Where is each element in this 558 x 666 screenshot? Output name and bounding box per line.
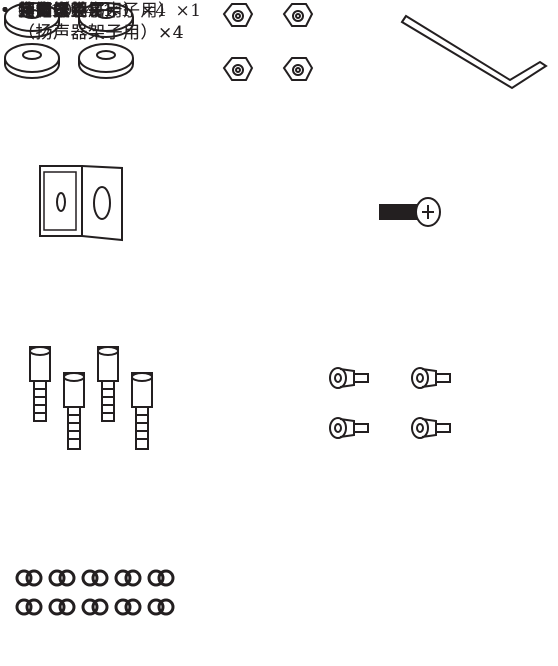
decorative-screw-icon [329, 417, 369, 439]
item-label-fastening-screw: •紧固螺丝 （扬声器架子用）×4 [0, 1, 185, 43]
hex-wrench-illustration [400, 14, 548, 90]
metal-clip-icon [39, 165, 123, 242]
decorative-screw-illustration [329, 367, 451, 439]
pin-seat-illustration [4, 2, 134, 79]
cap-illustration [15, 569, 175, 616]
hex-nut-icon [282, 3, 314, 27]
cap-icon [15, 598, 43, 616]
metal-clip-illustration [39, 165, 123, 242]
decorative-screw-icon [329, 367, 369, 389]
pin-seat-icon [78, 43, 134, 79]
fastening-screw-icon [97, 346, 119, 422]
cap-icon [114, 569, 142, 587]
item-label-speaker-stand: •扬声器架子×1 [0, 1, 132, 21]
fastening-screw-icon [63, 372, 85, 450]
cap-icon [147, 598, 175, 616]
nut-illustration [222, 3, 314, 81]
decorative-screw-icon [411, 367, 451, 389]
item-label-manual: •使用说明书 [0, 1, 106, 21]
fastening-screw-icon [29, 346, 51, 422]
cap-icon [114, 598, 142, 616]
cap-icon [147, 569, 175, 587]
item-label-cap: •帽×10 [0, 1, 73, 21]
pin-seat-icon [4, 2, 60, 38]
cap-icon [48, 598, 76, 616]
screw-icon [379, 197, 441, 227]
decorative-screw-icon [411, 417, 451, 439]
cap-icon [81, 569, 109, 587]
item-label-hex-wrench: •六角扳手×1 [0, 1, 115, 21]
cap-icon [15, 569, 43, 587]
item-label-decorative-screw: •装饰螺丝 （扬声器架子用）×4 [0, 1, 185, 43]
cap-icon [81, 598, 109, 616]
item-label-pin-seat: •销钉座×4 [0, 1, 97, 21]
item-label-clip-screw: •螺丝（金属卡子用）×1 [0, 1, 202, 21]
cap-icon [48, 569, 76, 587]
pin-seat-icon [4, 43, 60, 79]
hex-nut-icon [222, 57, 254, 81]
hex-nut-icon [282, 57, 314, 81]
fastening-screw-icon [131, 372, 153, 450]
fastening-screw-illustration [29, 346, 153, 450]
item-label-nut: •螺母（销钉用）×4 [0, 1, 167, 21]
hex-nut-icon [222, 3, 254, 27]
item-label-metal-clip: •金属卡子×1 [0, 1, 115, 21]
pin-seat-icon [78, 2, 134, 38]
hex-wrench-icon [400, 14, 548, 90]
clip-screw-illustration [379, 197, 441, 227]
